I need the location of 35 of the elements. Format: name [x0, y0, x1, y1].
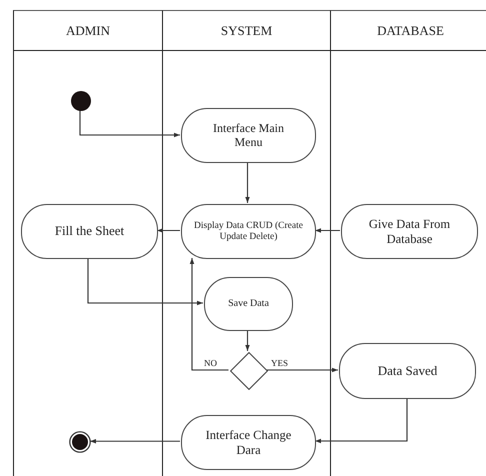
arrow	[190, 258, 228, 371]
action-node	[181, 204, 316, 259]
arrow	[315, 228, 340, 233]
edge-label: YES	[270, 359, 290, 368]
arrow	[315, 398, 408, 444]
action-node	[181, 108, 316, 163]
action-node	[341, 204, 478, 259]
arrow	[157, 228, 180, 233]
decision-diamond	[230, 352, 268, 390]
action-node	[181, 415, 316, 470]
action-node	[204, 277, 293, 331]
swimlane	[162, 10, 330, 476]
arrow	[79, 110, 180, 138]
lane-header: DATABASE	[331, 11, 486, 51]
arrow	[87, 258, 203, 306]
action-text: Interface Main Menu	[212, 122, 285, 150]
arrow	[245, 330, 250, 351]
initial-node	[71, 91, 91, 111]
edge-label: NO	[203, 359, 218, 368]
arrow	[245, 162, 250, 203]
action-text: Data Saved	[378, 364, 438, 378]
lane-header: SYSTEM	[163, 11, 330, 51]
lane-header: ADMIN	[14, 11, 162, 51]
action-text: Display Data CRUD (Create Update Delete)	[193, 220, 304, 242]
action-node	[339, 343, 476, 399]
action-node	[21, 204, 158, 259]
arrow	[266, 368, 338, 372]
swimlane	[13, 10, 162, 476]
action-text: Save Data	[228, 298, 269, 310]
arrow	[90, 439, 180, 444]
action-text: Interface Change Dara	[204, 428, 292, 457]
final-node	[69, 431, 91, 453]
action-text: Give Data From Database	[368, 217, 452, 246]
swimlane	[330, 10, 486, 476]
action-text: Fill the Sheet	[54, 224, 124, 239]
